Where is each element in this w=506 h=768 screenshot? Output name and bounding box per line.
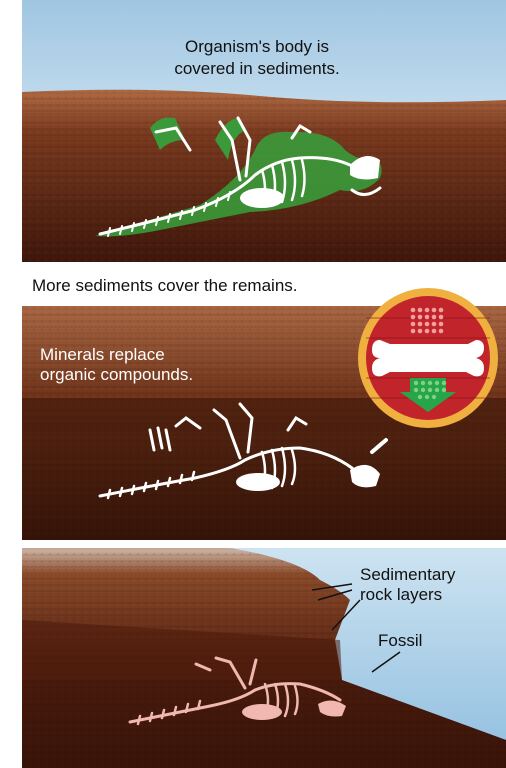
mineral-replacement-inset — [358, 288, 498, 428]
caption-more-sediments: More sediments cover the remains. — [32, 276, 298, 295]
minerals-label-line2: organic compounds. — [40, 365, 193, 384]
caption-covered-line2: covered in sediments. — [174, 59, 339, 78]
bone-icon — [372, 340, 484, 376]
panel-fossil: Sedimentary rock layers Fossil — [22, 548, 506, 768]
label-sedimentary-line2: rock layers — [360, 585, 442, 604]
caption-covered-line1: Organism's body is — [185, 37, 329, 56]
minerals-label-line1: Minerals replace — [40, 345, 165, 364]
panel-more-sediments: Minerals replace organic compounds. — [22, 288, 506, 540]
label-fossil: Fossil — [378, 631, 422, 650]
label-sedimentary-line1: Sedimentary — [360, 565, 456, 584]
panel-body-covered: Organism's body is covered in sediments. — [22, 0, 506, 262]
